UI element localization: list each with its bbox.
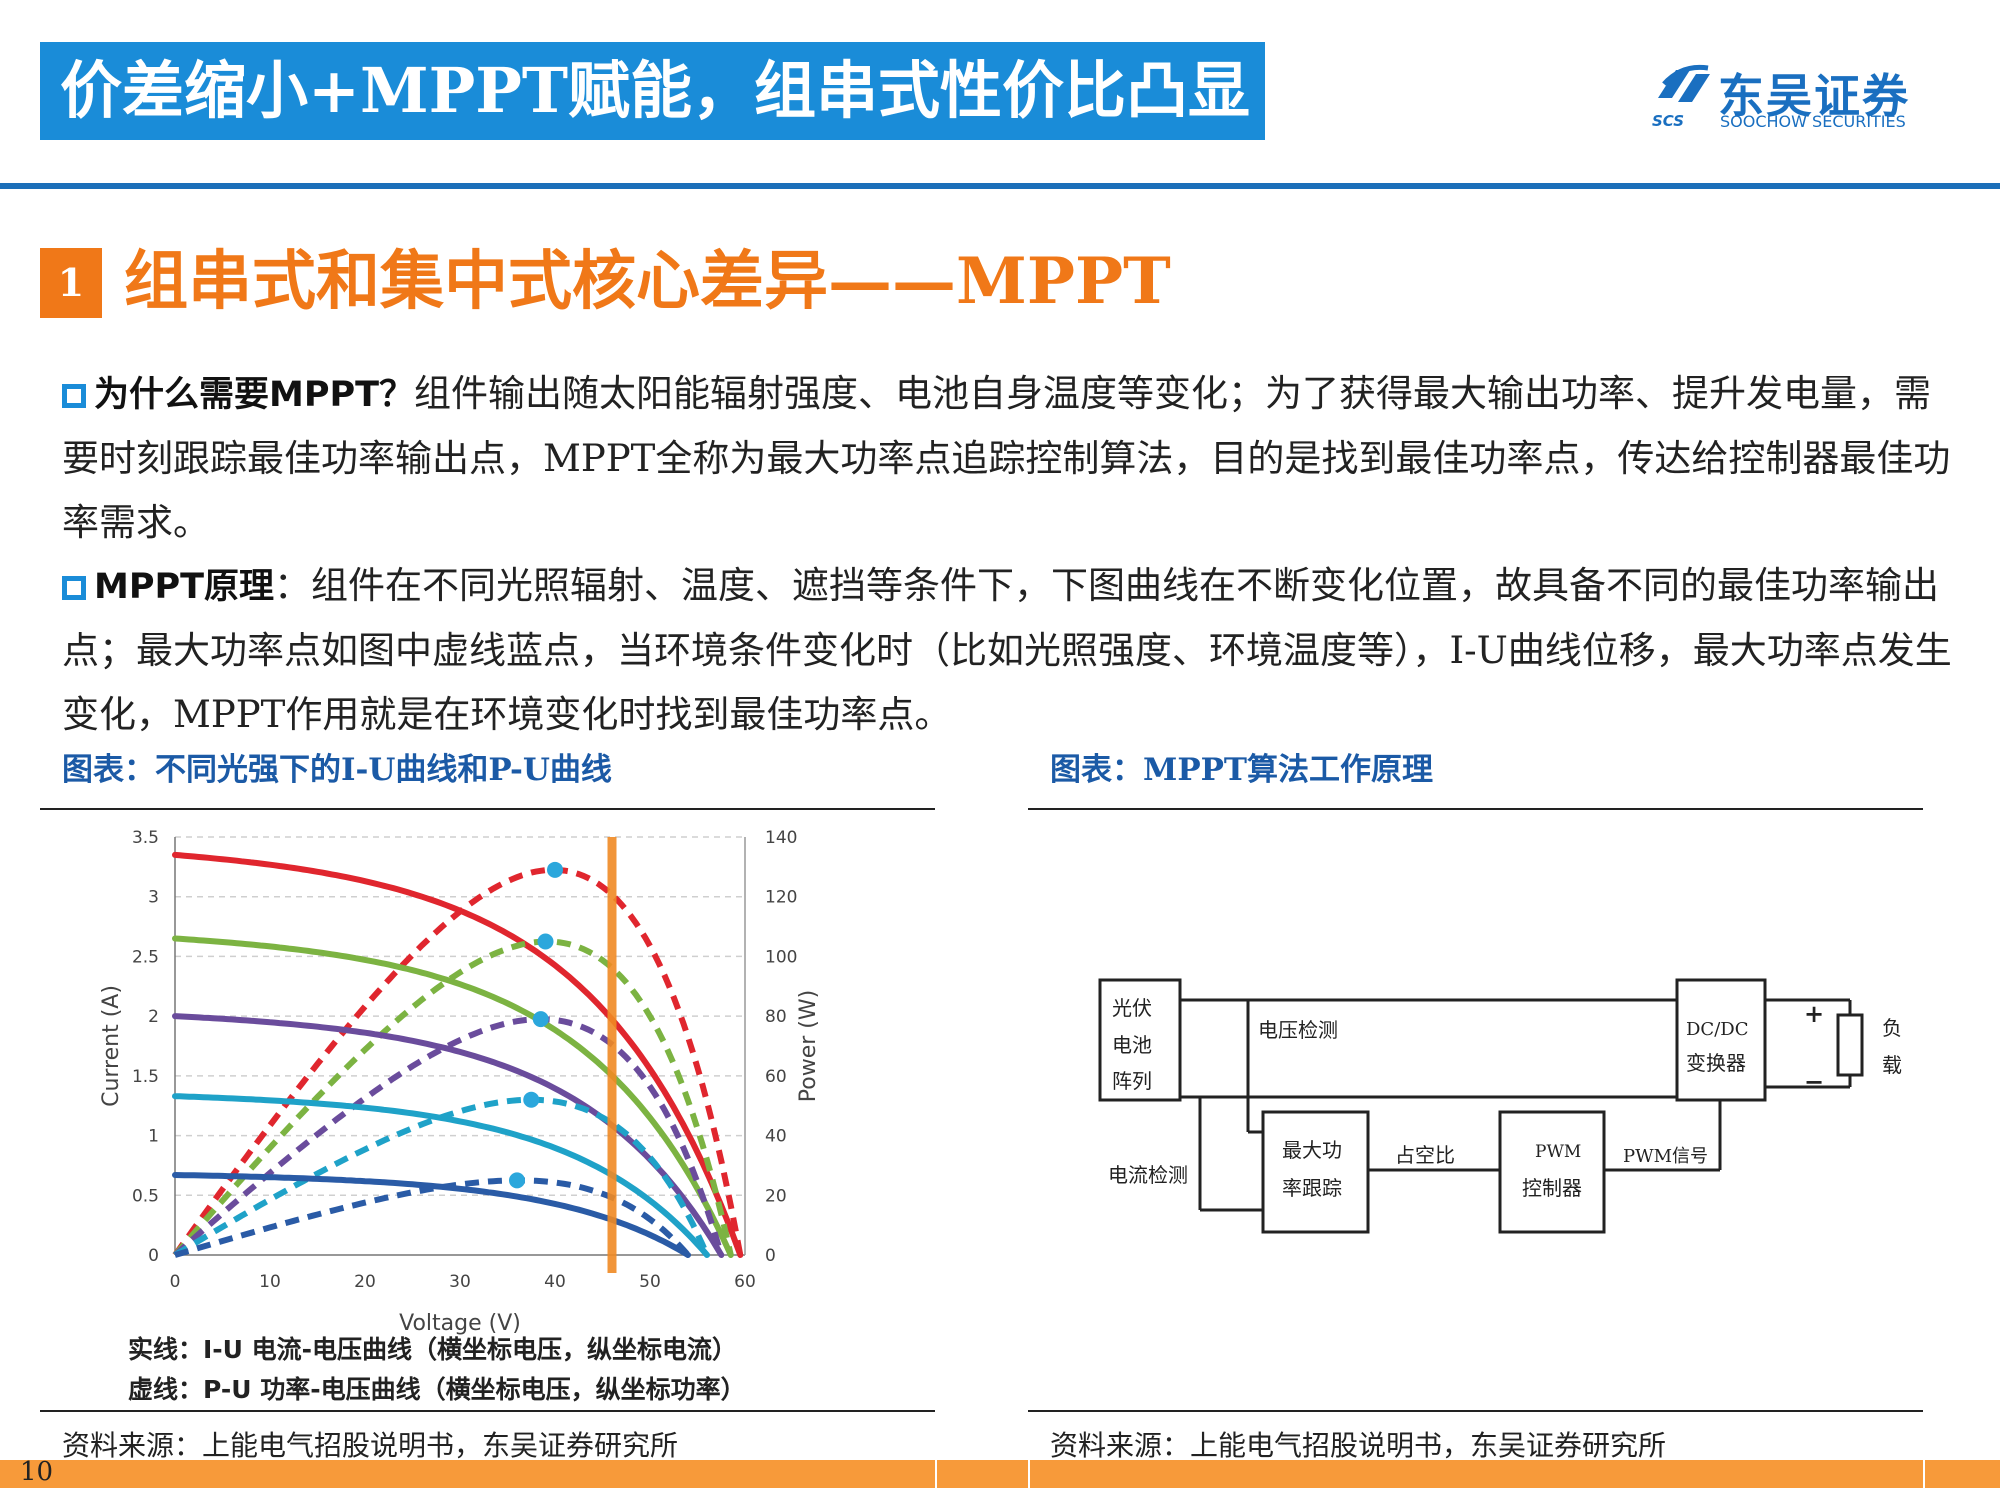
- pwm-label-2: 控制器: [1522, 1176, 1582, 1200]
- y2-tick-label: 140: [765, 828, 797, 848]
- chart-legend-dashed: 虚线：P-U 功率-电压曲线（横坐标电压，纵坐标功率）: [128, 1375, 746, 1404]
- mpp-marker: [532, 1011, 549, 1028]
- mppt-tracking-block: [1261, 1110, 1370, 1234]
- load-resistor: [1836, 1013, 1864, 1077]
- mppt-label-2: 率跟踪: [1282, 1176, 1342, 1200]
- y2-axis-label: Power (W): [796, 990, 821, 1102]
- iv-curve: [172, 935, 734, 1258]
- x-tick-label: 10: [259, 1272, 281, 1292]
- pv-label-1: 光伏: [1112, 996, 1152, 1020]
- pwm-signal-label: PWM信号: [1623, 1146, 1708, 1167]
- section-number: 1: [40, 248, 102, 318]
- pv-curve: [173, 1096, 710, 1258]
- figure-left-caption: 图表：不同光强下的I-U曲线和P-U曲线: [62, 752, 612, 788]
- paragraph-why-mppt: 为什么需要MPPT？组件输出随太阳能辐射强度、电池自身温度等变化；为了获得最大输…: [62, 362, 1962, 555]
- duty-cycle-label: 占空比: [1395, 1143, 1455, 1167]
- y2-tick-label: 120: [765, 888, 797, 908]
- y2-tick-label: 40: [765, 1127, 787, 1147]
- dcdc-label-2: 变换器: [1686, 1051, 1746, 1075]
- header-title-bar: [40, 42, 1265, 140]
- y-tick-label: 1.5: [132, 1067, 159, 1087]
- y2-tick-label: 60: [765, 1067, 787, 1087]
- mpp-marker: [537, 933, 554, 950]
- footer-divider: [1923, 1460, 1925, 1488]
- y-tick-label: 3.5: [132, 828, 159, 848]
- chart-mpp-markers: [509, 837, 617, 1273]
- minus-terminal: −: [1804, 1067, 1824, 1096]
- paragraph-mppt-principle: MPPT原理：组件在不同光照辐射、温度、遮挡等条件下，下图曲线在不断变化位置，故…: [62, 554, 1962, 747]
- paragraph-text: ：组件在不同光照辐射、温度、遮挡等条件下，下图曲线在不断变化位置，故具备不同的最…: [62, 564, 1952, 736]
- y2-tick-label: 20: [765, 1186, 787, 1206]
- pv-label-2: 电池: [1112, 1033, 1152, 1057]
- y2-tick-label: 100: [765, 947, 797, 967]
- iv-curve: [172, 1013, 725, 1258]
- figure-right-top-rule: [1028, 808, 1923, 810]
- x-tick-label: 0: [170, 1272, 181, 1292]
- figure-right-source: 资料来源：上能电气招股说明书，东吴证券研究所: [1050, 1429, 1667, 1462]
- dcdc-label-1: DC/DC: [1686, 1019, 1748, 1040]
- paragraph-lead: 为什么需要MPPT？: [94, 375, 415, 415]
- pv-curve: [174, 1177, 691, 1258]
- checkbox-bullet-icon: [62, 384, 86, 408]
- mppt-label-1: 最大功: [1282, 1138, 1342, 1162]
- y-tick-label: 0.5: [132, 1186, 159, 1206]
- logo-abbr: SCS: [1652, 112, 1685, 130]
- load-label-1: 负: [1882, 1016, 1902, 1040]
- y-tick-label: 2: [148, 1007, 159, 1027]
- figure-right-caption: 图表：MPPT算法工作原理: [1050, 752, 1434, 788]
- chart-curves: [172, 851, 744, 1258]
- x-tick-label: 20: [354, 1272, 376, 1292]
- figure-left-source: 资料来源：上能电气招股说明书，东吴证券研究所: [62, 1429, 679, 1462]
- voltage-detect-label: 电压检测: [1258, 1018, 1338, 1042]
- y-tick-label: 3: [148, 888, 159, 908]
- y2-tick-label: 0: [765, 1246, 776, 1266]
- mpp-marker: [509, 1172, 525, 1189]
- logo-english-name: SOOCHOW SECURITIES: [1720, 112, 1906, 131]
- pwm-label-1: PWM: [1535, 1142, 1581, 1162]
- mpp-marker: [547, 861, 563, 878]
- x-tick-label: 60: [734, 1272, 756, 1292]
- dcdc-converter-block: [1675, 978, 1767, 1102]
- pv-curve: [172, 938, 734, 1257]
- x-axis-label: Voltage (V): [399, 1311, 521, 1335]
- footer-bar: [0, 1460, 2000, 1488]
- plus-terminal: +: [1804, 999, 1824, 1028]
- figure-right-bottom-rule: [1028, 1410, 1923, 1412]
- y2-tick-label: 80: [765, 1007, 787, 1027]
- figure-left-bottom-rule: [40, 1410, 935, 1412]
- logo-chinese-name: 东吴证券: [1718, 69, 1910, 123]
- current-detect-label: 电流检测: [1108, 1163, 1188, 1187]
- paragraph-text: 组件输出随太阳能辐射强度、电池自身温度等变化；为了获得最大输出功率、提升发电量，…: [62, 372, 1951, 544]
- y-tick-label: 1: [148, 1127, 159, 1147]
- iv-pv-chart: 0 0.5 1 1.5 2 2.5 3 3.5 0 20 40 60 80 100 120 140 0 10 20 3…: [99, 828, 821, 1335]
- pv-label-3: 阵列: [1112, 1069, 1152, 1093]
- pv-array-block: [1098, 978, 1182, 1102]
- pwm-controller-block: [1498, 1110, 1606, 1234]
- chart-legend-solid: 实线：I-U 电流-电压曲线（横坐标电压，纵坐标电流）: [128, 1335, 738, 1364]
- y-tick-label: 0: [148, 1246, 159, 1266]
- section-title: 组串式和集中式核心差异——MPPT: [124, 244, 1171, 319]
- y-tick-label: 2.5: [132, 947, 159, 967]
- footer-divider: [935, 1460, 937, 1488]
- load-label-2: 载: [1882, 1053, 1902, 1077]
- x-tick-label: 50: [639, 1272, 661, 1292]
- checkbox-bullet-icon: [62, 576, 86, 600]
- figure-left-top-rule: [40, 808, 935, 810]
- paragraph-lead: MPPT原理: [94, 567, 275, 607]
- mpp-marker: [523, 1091, 540, 1108]
- chart-axes: 0 0.5 1 1.5 2 2.5 3 3.5 0 20 40 60 80 100 120 140 0 10 20 3…: [132, 828, 798, 1292]
- mppt-block-diagram: 光伏 电池 阵列 电压检测 DC/DC 变换器 负 载 + − 电流检测 最大功…: [1098, 978, 1902, 1234]
- page-title: 价差缩小+MPPT赋能，组串式性价比凸显: [60, 54, 1250, 127]
- page-number: 10: [20, 1457, 54, 1487]
- x-tick-label: 40: [544, 1272, 566, 1292]
- x-tick-label: 30: [449, 1272, 471, 1292]
- y-axis-label: Current (A): [99, 985, 124, 1107]
- soochow-logo-icon: [1658, 64, 1710, 102]
- header-divider: [0, 183, 2000, 189]
- pv-curve: [172, 866, 744, 1257]
- footer-divider: [1028, 1460, 1030, 1488]
